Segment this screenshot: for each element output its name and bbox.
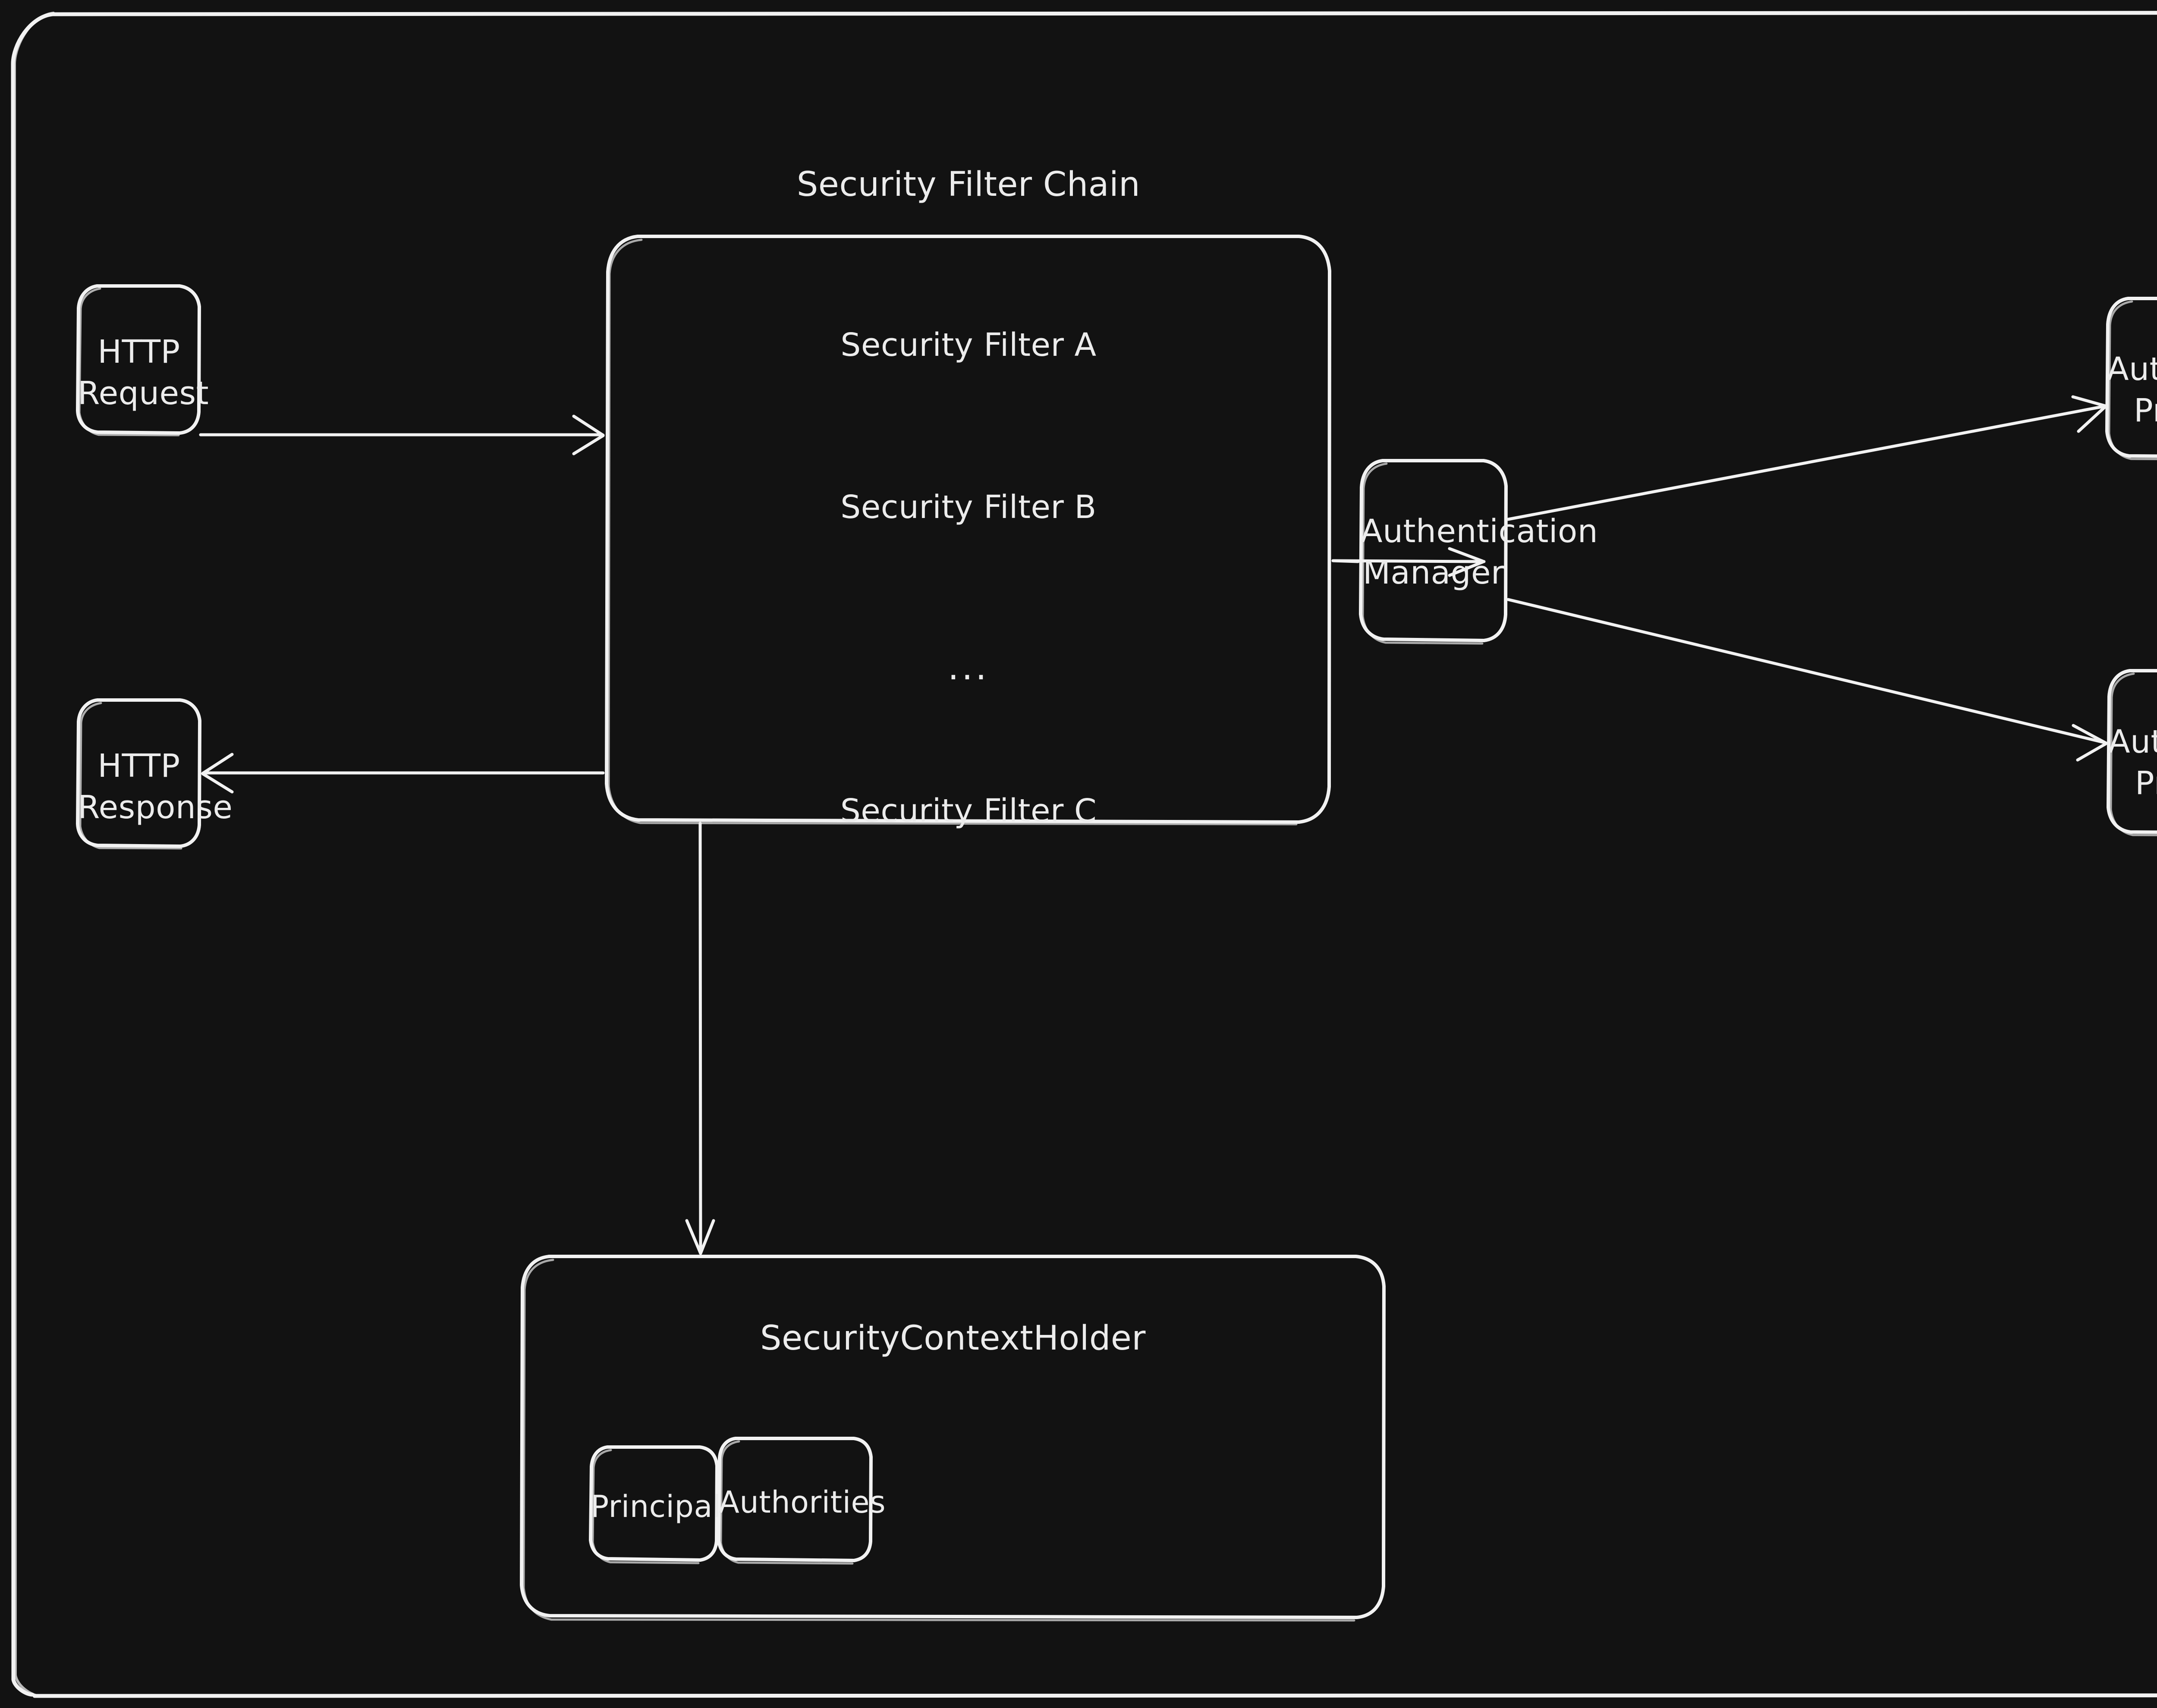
http-request-node[interactable] bbox=[78, 286, 200, 435]
authentication-provider-b-node[interactable] bbox=[2108, 671, 2157, 836]
security-filter-ellipsis-label: ... bbox=[947, 647, 990, 688]
http-request-label: HTTP Request bbox=[78, 333, 209, 412]
principal-label: Principal bbox=[591, 1489, 721, 1524]
authentication-provider-a-node[interactable] bbox=[2107, 298, 2157, 460]
http-response-label: HTTP Response bbox=[78, 747, 233, 826]
edge-auth-manager-to-provider-b bbox=[1506, 598, 2108, 762]
security-filter-c-label: Security Filter C bbox=[840, 792, 1097, 829]
security-filter-chain-title: Security Filter Chain bbox=[796, 165, 1141, 204]
edge-filter-chain-to-security-context-holder bbox=[685, 822, 715, 1255]
authentication-manager-node[interactable] bbox=[1361, 461, 1506, 644]
authentication-provider-a-label: Authentication Provider A bbox=[2107, 351, 2157, 430]
authentication-manager-label: Authentication Manager bbox=[1361, 513, 1598, 592]
edge-filter-chain-to-http-response bbox=[201, 753, 605, 794]
security-filter-b-label: Security Filter B bbox=[840, 489, 1097, 526]
authorities-node[interactable] bbox=[719, 1438, 871, 1564]
authorities-label: Authorities bbox=[719, 1485, 886, 1520]
authentication-provider-b-label: Authentication Provider B bbox=[2108, 723, 2157, 802]
security-filter-chain-node[interactable] bbox=[607, 236, 1330, 824]
security-context-holder-label: SecurityContextHolder bbox=[760, 1319, 1146, 1358]
principal-node[interactable] bbox=[591, 1447, 717, 1563]
security-context-holder-node[interactable] bbox=[522, 1256, 1384, 1620]
security-filter-a-label: Security Filter A bbox=[840, 327, 1097, 364]
edge-auth-manager-to-provider-a bbox=[1506, 395, 2107, 521]
edge-http-request-to-filter-chain bbox=[199, 414, 605, 455]
http-response-node[interactable] bbox=[78, 700, 200, 849]
